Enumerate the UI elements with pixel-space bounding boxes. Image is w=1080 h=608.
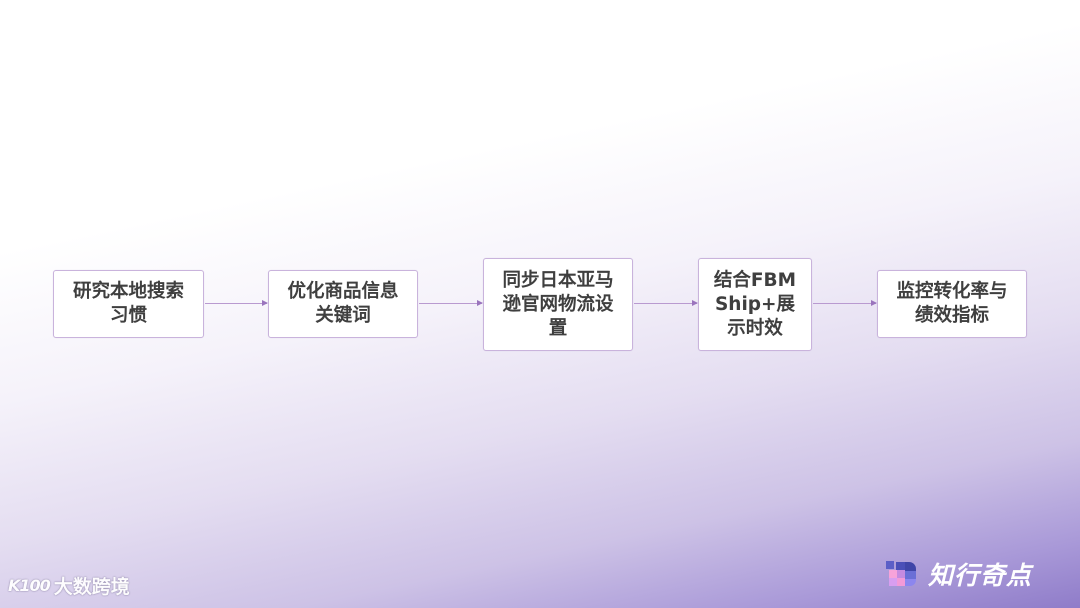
flow-step-1: 研究本地搜索习惯 (53, 270, 204, 338)
flow-step-3-label: 同步日本亚马逊官网物流设置 (502, 269, 614, 339)
flow-step-1-label: 研究本地搜索习惯 (72, 281, 184, 326)
watermark-logo-left: K100 大数跨境 (8, 572, 130, 599)
flow-step-2: 优化商品信息关键词 (268, 270, 418, 338)
k100-logo-icon: K100 (8, 576, 51, 595)
flow-step-5: 监控转化率与绩效指标 (877, 270, 1027, 338)
flow-arrow-1 (205, 300, 268, 306)
flow-step-2-label: 优化商品信息关键词 (287, 281, 399, 326)
watermark-left-text: 大数跨境 (53, 576, 130, 598)
flow-arrow-4 (813, 300, 877, 306)
brand-text: 知行奇点 (928, 561, 1033, 590)
pixel-block-logo-icon (886, 561, 916, 586)
flow-arrow-3 (634, 300, 698, 306)
flow-step-3: 同步日本亚马逊官网物流设置 (483, 258, 633, 351)
brand-logo-right: 知行奇点 (886, 556, 1032, 592)
flow-step-5-label: 监控转化率与绩效指标 (896, 281, 1008, 326)
flow-arrow-2 (419, 300, 483, 306)
flow-step-4-label: 结合FBM Ship+展示时效 (713, 269, 797, 339)
flow-step-4: 结合FBM Ship+展示时效 (698, 258, 812, 351)
